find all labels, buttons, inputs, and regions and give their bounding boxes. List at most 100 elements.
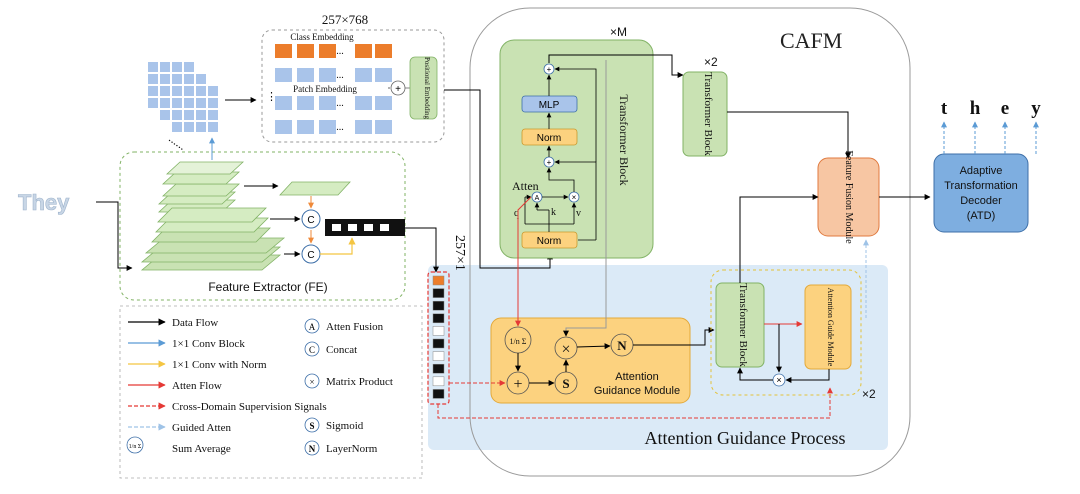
patch-tile [172,98,182,108]
transformer-block-bottom-label: Transformer Block [737,283,749,367]
legend-line-label: 1×1 Conv Block [172,338,245,350]
positional-add-glyph: + [395,84,401,95]
patch-tile [160,86,170,96]
patch-token [375,120,392,134]
patch-tile [172,110,182,120]
cross-domain-supervision-line [437,387,833,419]
embedding-ellipsis: ... [336,122,344,133]
patch-tile [196,98,206,108]
atd-output-arrows [941,121,1039,154]
embedding-box [261,29,445,143]
patch-embedding-label: Patch Embedding [293,84,357,94]
legend-line-label: Guided Atten [172,422,231,434]
agm-times-glyph: × [561,341,570,358]
norm-mid [521,128,578,146]
matrix-product-glyph-top: × [572,193,577,202]
legend-sum-average-glyph: 1/n Σ [129,444,142,450]
add-node-top-glyph: + [547,65,552,74]
column-cell [432,300,445,311]
atd-line2: Transformation [944,180,1018,192]
legend-symbol-icon [304,341,320,357]
patch-token [297,120,314,134]
legend-line-label: Sum Average [172,443,231,455]
patch-token [375,96,392,110]
fe-output-sheet [279,181,351,196]
concat-node-2-label: C [307,250,314,261]
patch-tile [208,86,218,96]
q-label: q [514,208,519,219]
patch-tile [148,62,158,72]
patch-tile [148,74,158,84]
legend-symbol-label: Sigmoid [326,420,364,432]
legend-line-label: Data Flow [172,317,218,329]
embedding-dims: 257×768 [322,12,368,27]
patch-tiles [148,62,218,132]
token-bar [325,219,405,236]
patch-tile [184,110,194,120]
patch-token [297,68,314,82]
patch-tile [148,86,158,96]
transformer-block-m-label: Transformer Block [617,94,631,185]
embedding-ellipsis: ... [336,46,344,57]
patch-tile [184,122,194,132]
legend-lines: Data Flow 1×1 Conv Block 1×1 Conv with Nor… [126,317,327,455]
agm-wiring [515,327,715,386]
legend-symbol-label: Atten Fusion [326,321,384,333]
patch-tile [196,110,206,120]
norm-bottom [521,231,578,249]
fe-upper-stack [157,161,245,213]
patch-tile [172,86,182,96]
legend-symbol-icon [304,373,320,389]
patch-tile [196,122,206,132]
patch-token [275,68,292,82]
input-word-image: They [18,190,70,215]
legend-symbol-glyph: N [309,444,316,454]
legend-symbol-icon [304,440,320,456]
concat-node-1-label: C [307,215,314,226]
embedding-to-cafm-arrow [444,89,553,269]
legend-symbol-glyph: A [309,322,316,332]
patch-tile [196,74,206,84]
output-letter-t: t [941,98,948,119]
patch-tile [172,74,182,84]
agp-title: Attention Guidance Process [645,428,846,448]
attention-guide-module-label: Attention Guide Module [826,288,835,367]
attention-guidance-module [490,317,691,404]
class-token [355,44,372,58]
class-embedding-label: Class Embedding [290,32,354,42]
patch-token [355,96,372,110]
repeat-m-label: ×M [610,25,627,39]
patch-token [297,96,314,110]
attention-guide-module [804,284,852,370]
legend-symbol-glyph: × [309,377,314,387]
patch-token [319,120,336,134]
legend-symbol-glyph: S [309,421,314,431]
add-node-mid-glyph: + [547,158,552,167]
transformer-top-to-fusion [727,111,851,159]
column-cell [432,313,445,324]
positional-embedding-label: Positional Embedding [423,57,431,120]
patch-tile [208,122,218,132]
output-letter-y: y [1031,98,1041,119]
column-cell [432,326,445,336]
class-token [275,44,292,58]
patch-tile [172,122,182,132]
patch-tile [160,74,170,84]
patch-token [319,96,336,110]
patch-tile [184,98,194,108]
token-bar-to-column-arrow [405,227,439,273]
transformer-m-out-arrow [548,54,684,78]
transformer-block-top [682,71,728,157]
patch-tile [160,62,170,72]
transformer-block-top-label: Transformer Block [702,72,714,156]
legend-symbol-label: Concat [326,344,357,356]
legend-line-label: 1×1 Conv with Norm [172,359,267,371]
atten-flow-red [515,196,532,327]
legend-line-label: Cross-Domain Supervision Signals [172,401,327,413]
column-cell [432,376,445,387]
agm-label-2: Guidance Module [594,385,680,397]
norm-bottom-label: Norm [537,236,561,247]
patch-tile [184,86,194,96]
fe-label: Feature Extractor (FE) [208,280,327,294]
embedding-ellipsis: ... [336,98,344,109]
